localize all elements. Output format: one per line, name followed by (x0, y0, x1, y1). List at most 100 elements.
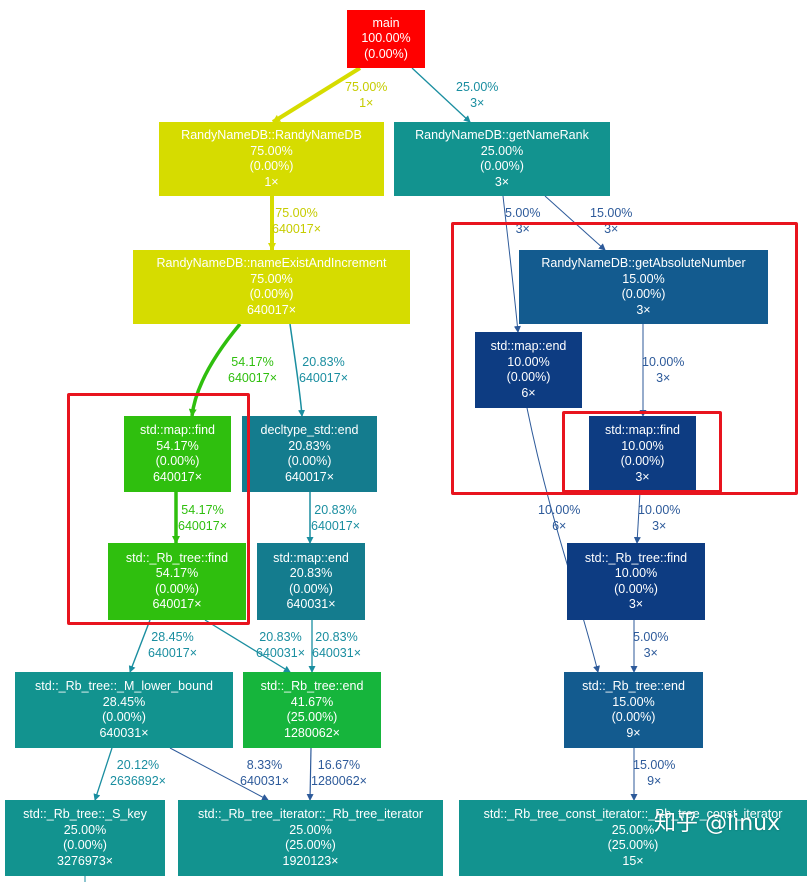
node-total: 25.00% (480, 143, 524, 158)
edge-pct: 5.00% (505, 206, 541, 220)
node-rb-tree-find-right[interactable]: std::_Rb_tree::find 10.00% (0.00%) 3× (567, 543, 705, 620)
node-name: std::map::find (604, 423, 681, 437)
node-map-find-right[interactable]: std::map::find 10.00% (0.00%) 3× (589, 416, 696, 492)
node-calls: 640031× (286, 597, 336, 611)
node-total: 75.00% (250, 143, 293, 158)
node-name: std::_Rb_tree_const_iterator::_Rb_tree_c… (483, 807, 783, 821)
edge-calls: 640017× (228, 370, 278, 385)
node-name: std::_Rb_tree::_M_lower_bound (35, 679, 213, 693)
node-map-end-mid[interactable]: std::map::end 20.83% (0.00%) 640031× (257, 543, 365, 620)
edge-label-rbfind-rbend: 20.83% 640031× (256, 630, 305, 661)
node-calls: 3× (635, 469, 650, 484)
node-name: std::_Rb_tree::find (125, 550, 229, 565)
node-calls: 640017× (152, 469, 202, 484)
node-name: std::map::end (273, 550, 349, 565)
node-map-end-right[interactable]: std::map::end 10.00% (0.00%) 6× (475, 332, 582, 408)
node-self: (0.00%) (364, 46, 408, 61)
node-name: RandyNameDB::RandyNameDB (181, 128, 362, 142)
node-self: (0.00%) (614, 581, 658, 596)
edge-nameexist-to-decltype (289, 323, 306, 417)
edge-calls: 640017× (311, 518, 361, 533)
edge-label-rbfind-lower: 28.45% 640017× (148, 630, 197, 661)
edge-pct: 10.00% (642, 355, 685, 369)
edge-mapend-to-rbend-right (526, 407, 600, 673)
edge-calls: 3× (515, 221, 530, 236)
edge-label-lower-skey: 20.12% 2636892× (110, 758, 166, 789)
edge-pct: 10.00% (538, 503, 581, 517)
node-calls: 15× (622, 853, 644, 868)
edge-label-rank-mapend: 5.00% 3× (505, 206, 540, 237)
edge-label-findr-rbfindr: 10.00% 3× (638, 503, 680, 534)
node-main[interactable]: main 100.00% (0.00%) (347, 10, 425, 68)
edge-label-main-ctor: 75.00% 1× (345, 80, 387, 111)
node-calls: 1× (264, 174, 279, 189)
node-total: 15.00% (622, 271, 665, 286)
edge-main-to-getnamerank (411, 67, 471, 123)
node-calls: 6× (521, 385, 536, 400)
node-lower-bound[interactable]: std::_Rb_tree::_M_lower_bound 28.45% (0.… (15, 672, 233, 748)
edge-rbfind-to-rbend (204, 619, 291, 673)
node-total: 41.67% (290, 694, 334, 709)
edge-pct: 20.83% (315, 630, 358, 644)
edge-pct: 10.00% (638, 503, 681, 517)
node-self: (25.00%) (285, 838, 336, 852)
node-calls: 640031× (99, 725, 149, 740)
edge-calls: 9× (647, 773, 662, 788)
edge-pct: 16.67% (317, 758, 361, 772)
node-decltype-end[interactable]: decltype_std::end 20.83% (0.00%) 640017× (242, 416, 377, 492)
node-self: (25.00%) (607, 838, 659, 852)
edge-pct: 8.33% (246, 758, 283, 772)
node-total: 10.00% (621, 438, 664, 453)
edge-label-lower-iter: 8.33% 640031× (240, 758, 289, 789)
node-self: (0.00%) (621, 287, 666, 301)
edge-label-abs-find: 10.00% 3× (642, 355, 684, 386)
node-name: std::_Rb_tree::find (584, 550, 688, 565)
edge-pct: 75.00% (275, 206, 318, 220)
node-getabsolutenumber[interactable]: RandyNameDB::getAbsoluteNumber 15.00% (0… (519, 250, 768, 324)
node-name: std::_Rb_tree::_S_key (23, 807, 147, 821)
node-calls: 3276973× (57, 853, 113, 868)
edge-pct: 5.00% (633, 630, 669, 644)
node-rb-tree-end-right[interactable]: std::_Rb_tree::end 15.00% (0.00%) 9× (564, 672, 703, 748)
node-randynamedb-ctor[interactable]: RandyNameDB::RandyNameDB 75.00% (0.00%) … (159, 122, 384, 196)
node-calls: 640017× (246, 302, 296, 317)
edge-pct: 15.00% (633, 758, 676, 772)
node-total: 25.00% (289, 822, 332, 837)
edge-pct: 15.00% (590, 206, 633, 220)
node-calls: 3× (628, 597, 644, 611)
node-rb-tree-iterator[interactable]: std::_Rb_tree_iterator::_Rb_tree_iterato… (178, 800, 443, 876)
edge-label-rbendr-const: 15.00% 9× (633, 758, 675, 789)
node-rb-tree-find-left[interactable]: std::_Rb_tree::find 54.17% (0.00%) 64001… (108, 543, 246, 620)
node-self: (0.00%) (155, 454, 200, 468)
node-name: std::_Rb_tree::end (260, 679, 364, 693)
node-map-find-left[interactable]: std::map::find 54.17% (0.00%) 640017× (124, 416, 231, 492)
node-name: std::_Rb_tree::end (582, 679, 685, 693)
node-total: 10.00% (507, 354, 550, 369)
edge-lowerbound-to-skey (93, 747, 113, 801)
edge-calls: 3× (604, 221, 619, 236)
node-self: (0.00%) (289, 581, 333, 596)
node-rb-tree-const-iterator[interactable]: std::_Rb_tree_const_iterator::_Rb_tree_c… (459, 800, 807, 876)
node-total: 54.17% (156, 438, 199, 453)
node-self: (25.00%) (286, 710, 338, 724)
node-total: 10.00% (614, 566, 658, 580)
edge-calls: 640017× (299, 370, 349, 385)
node-s-key[interactable]: std::_Rb_tree::_S_key 25.00% (0.00%) 327… (5, 800, 165, 876)
edge-label-rbfindr-rbendr: 5.00% 3× (633, 630, 668, 661)
node-calls: 640017× (284, 469, 334, 484)
node-rb-tree-end-mid[interactable]: std::_Rb_tree::end 41.67% (25.00%) 12800… (243, 672, 381, 748)
edge-label-main-rank: 25.00% 3× (456, 80, 498, 111)
node-total: 75.00% (250, 271, 293, 286)
edge-calls: 640017× (178, 518, 228, 533)
node-nameexistandincrement[interactable]: RandyNameDB::nameExistAndIncrement 75.00… (133, 250, 410, 324)
edge-pct: 54.17% (181, 503, 224, 517)
node-self: (0.00%) (506, 370, 551, 384)
node-total: 25.00% (611, 822, 655, 837)
node-getnamerank[interactable]: RandyNameDB::getNameRank 25.00% (0.00%) … (394, 122, 610, 196)
edge-label-mapend-rbend: 20.83% 640031× (312, 630, 361, 661)
edge-calls: 640031× (240, 773, 290, 788)
edge-nameexist-to-mapfind (188, 322, 242, 417)
node-self: (0.00%) (102, 710, 146, 724)
highlight-box-map-find (562, 411, 722, 493)
edge-calls: 640031× (312, 645, 362, 660)
